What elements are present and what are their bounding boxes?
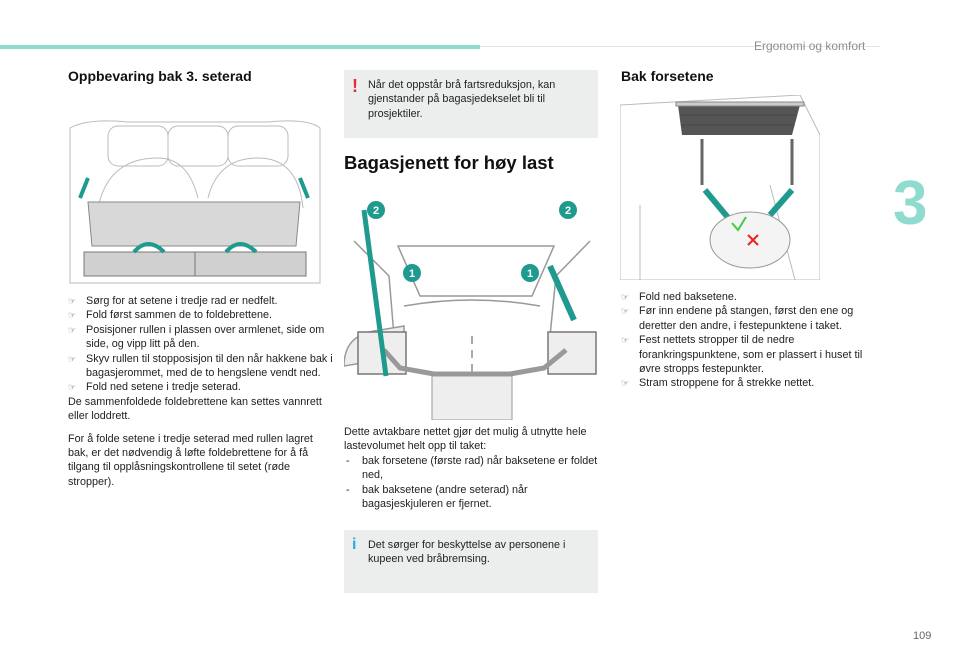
illustration-third-row-storage: [69, 120, 321, 284]
bullet-item: ☞Sørg for at setene i tredje rad er nedf…: [68, 295, 278, 307]
illustration-net-behind-front-seats: [620, 95, 820, 280]
header-rule: [480, 46, 880, 47]
warning-icon: !: [352, 76, 358, 96]
callout-2-right: 2: [559, 201, 577, 219]
callout-2-left: 2: [367, 201, 385, 219]
dash-item: -bak baksetene (andre seterad) når bagas…: [346, 483, 528, 511]
svg-text:1: 1: [527, 268, 533, 280]
bullet-item: ☞Posisjoner rullen i plassen over armlen…: [68, 323, 325, 351]
bullet-item: ☞Fold ned setene i tredje seterad.: [68, 381, 241, 394]
info-box: i Det sørger for beskyttelse av personen…: [344, 530, 598, 593]
svg-text:2: 2: [565, 205, 571, 217]
pointing-hand-icon: ☞: [621, 306, 630, 317]
paragraph: De sammenfoldede foldebrettene kan sette…: [68, 395, 322, 423]
storage-instructions: ☞Sørg for at setene i tredje rad er nedf…: [68, 294, 333, 489]
pointing-hand-icon: ☞: [68, 382, 77, 393]
paragraph: For å folde setene i tredje seterad med …: [68, 432, 313, 488]
warning-box: ! Når det oppstår brå fartsreduksjon, ka…: [344, 70, 598, 138]
pointing-hand-icon: ☞: [68, 353, 77, 364]
chapter-number: 3: [893, 169, 928, 238]
cargo-net-description: Dette avtakbare nettet gjør det mulig å …: [344, 425, 600, 511]
bullet-item: ☞Skyv rullen til stopposisjon til den nå…: [68, 352, 333, 380]
callout-1-right: 1: [521, 264, 539, 282]
bullet-item: ☞Før inn endene på stangen, først den en…: [621, 305, 854, 332]
pointing-hand-icon: ☞: [621, 335, 630, 346]
heading-behind-front-seats: Bak forsetene: [621, 68, 714, 84]
pointing-hand-icon: ☞: [621, 292, 630, 302]
svg-text:1: 1: [409, 268, 415, 280]
header-accent-bar: [0, 45, 480, 49]
bullet-item: ☞Fest nettets stropper til de nedre fora…: [621, 334, 863, 376]
section-header: Ergonomi og komfort: [754, 39, 866, 53]
svg-text:2: 2: [373, 205, 379, 217]
pointing-hand-icon: ☞: [68, 310, 77, 321]
bullet-item: ☞Fold først sammen de to foldebrettene.: [68, 309, 273, 322]
page-number: 109: [913, 630, 932, 642]
heading-storage: Oppbevaring bak 3. seterad: [68, 68, 252, 84]
info-icon: i: [352, 536, 357, 553]
pointing-hand-icon: ☞: [621, 378, 630, 389]
dash-item: -bak forsetene (første rad) når bakseten…: [346, 454, 598, 482]
behind-front-seats-instructions: ☞Fold ned baksetene. ☞Før inn endene på …: [621, 290, 883, 391]
illustration-cargo-net: 1 1 2 2: [344, 201, 597, 420]
heading-cargo-net: Bagasjenett for høy last: [344, 152, 554, 173]
callout-1-left: 1: [403, 264, 421, 282]
bullet-item: ☞Fold ned baksetene.: [621, 291, 737, 303]
pointing-hand-icon: ☞: [68, 324, 77, 335]
bullet-item: ☞Stram stroppene for å strekke nettet.: [621, 377, 815, 390]
pointing-hand-icon: ☞: [68, 296, 77, 306]
